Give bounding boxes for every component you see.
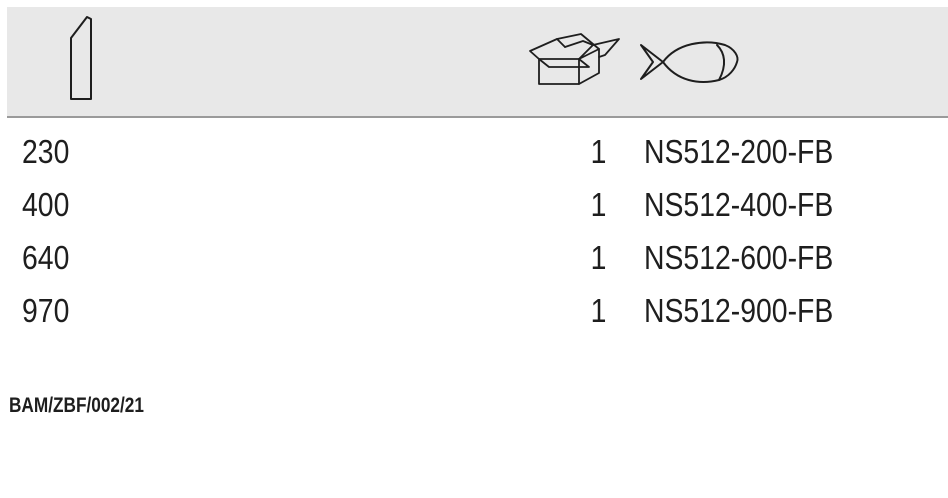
fish-icon [637,35,741,89]
table-row: 230 1 NS512-200-FB [0,125,948,178]
package-quantity-icon [527,29,623,89]
length-cell: 400 [22,186,70,223]
table-row: 970 1 NS512-900-FB [0,284,948,337]
table-row: 400 1 NS512-400-FB [0,178,948,231]
length-cell: 230 [22,133,70,170]
quantity-cell: 1 [590,292,606,329]
product-code-cell: NS512-900-FB [644,292,834,329]
quantity-cell: 1 [590,186,606,223]
blade-length-icon [62,14,98,102]
quantity-cell: 1 [590,239,606,276]
product-code-cell: NS512-400-FB [644,186,834,223]
reference-code: BAM/ZBF/002/21 [9,394,144,417]
product-table: 230 1 NS512-200-FB 400 1 NS512-400-FB 64… [0,125,948,337]
table-row: 640 1 NS512-600-FB [0,231,948,284]
quantity-cell: 1 [590,133,606,170]
length-cell: 970 [22,292,70,329]
product-code-cell: NS512-200-FB [644,133,834,170]
product-code-cell: NS512-600-FB [644,239,834,276]
length-cell: 640 [22,239,70,276]
table-header [7,7,948,118]
